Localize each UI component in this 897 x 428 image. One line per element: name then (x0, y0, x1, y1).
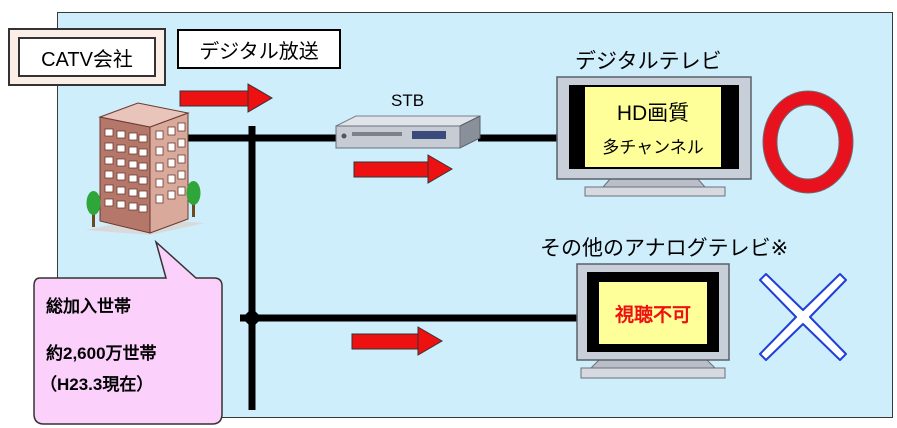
arrow-stb-output-icon (353, 154, 453, 184)
analog-tv-icon (576, 263, 730, 379)
stb-device-icon (335, 115, 481, 149)
digital-tv-screen: HD画質 多チャンネル (585, 87, 721, 167)
callout-line3: （H23.3現在） (40, 375, 154, 394)
arrow-analog-icon (351, 326, 443, 356)
catv-company-label-frame: CATV会社 (8, 28, 166, 86)
analog-tv-title: その他のアナログテレビ※ (540, 237, 789, 260)
subscriber-callout-bubble (33, 239, 223, 425)
analog-tv-screen-text: 視聴不可 (614, 304, 691, 326)
digital-tv-icon (556, 76, 752, 197)
analog-tv-screen: 視聴不可 (599, 282, 707, 344)
cable-junction (242, 308, 262, 328)
digital-tv-title: デジタルテレビ (575, 50, 722, 73)
digital-tv-screen-line1: HD画質 (616, 101, 690, 125)
digital-tv-screen-line2: 多チャンネル (602, 137, 704, 157)
digital-broadcast-label: デジタル放送 (177, 29, 341, 69)
stb-label: STB (391, 91, 425, 110)
blue-cross-icon (759, 273, 847, 361)
callout-line1: 総加入世帯 (46, 297, 131, 316)
callout-line2: 約2,600万世帯 (46, 344, 157, 363)
arrow-broadcast-icon (179, 83, 273, 113)
red-circle-icon (762, 90, 854, 194)
catv-company-label: CATV会社 (18, 37, 156, 77)
building-icon (85, 102, 205, 235)
